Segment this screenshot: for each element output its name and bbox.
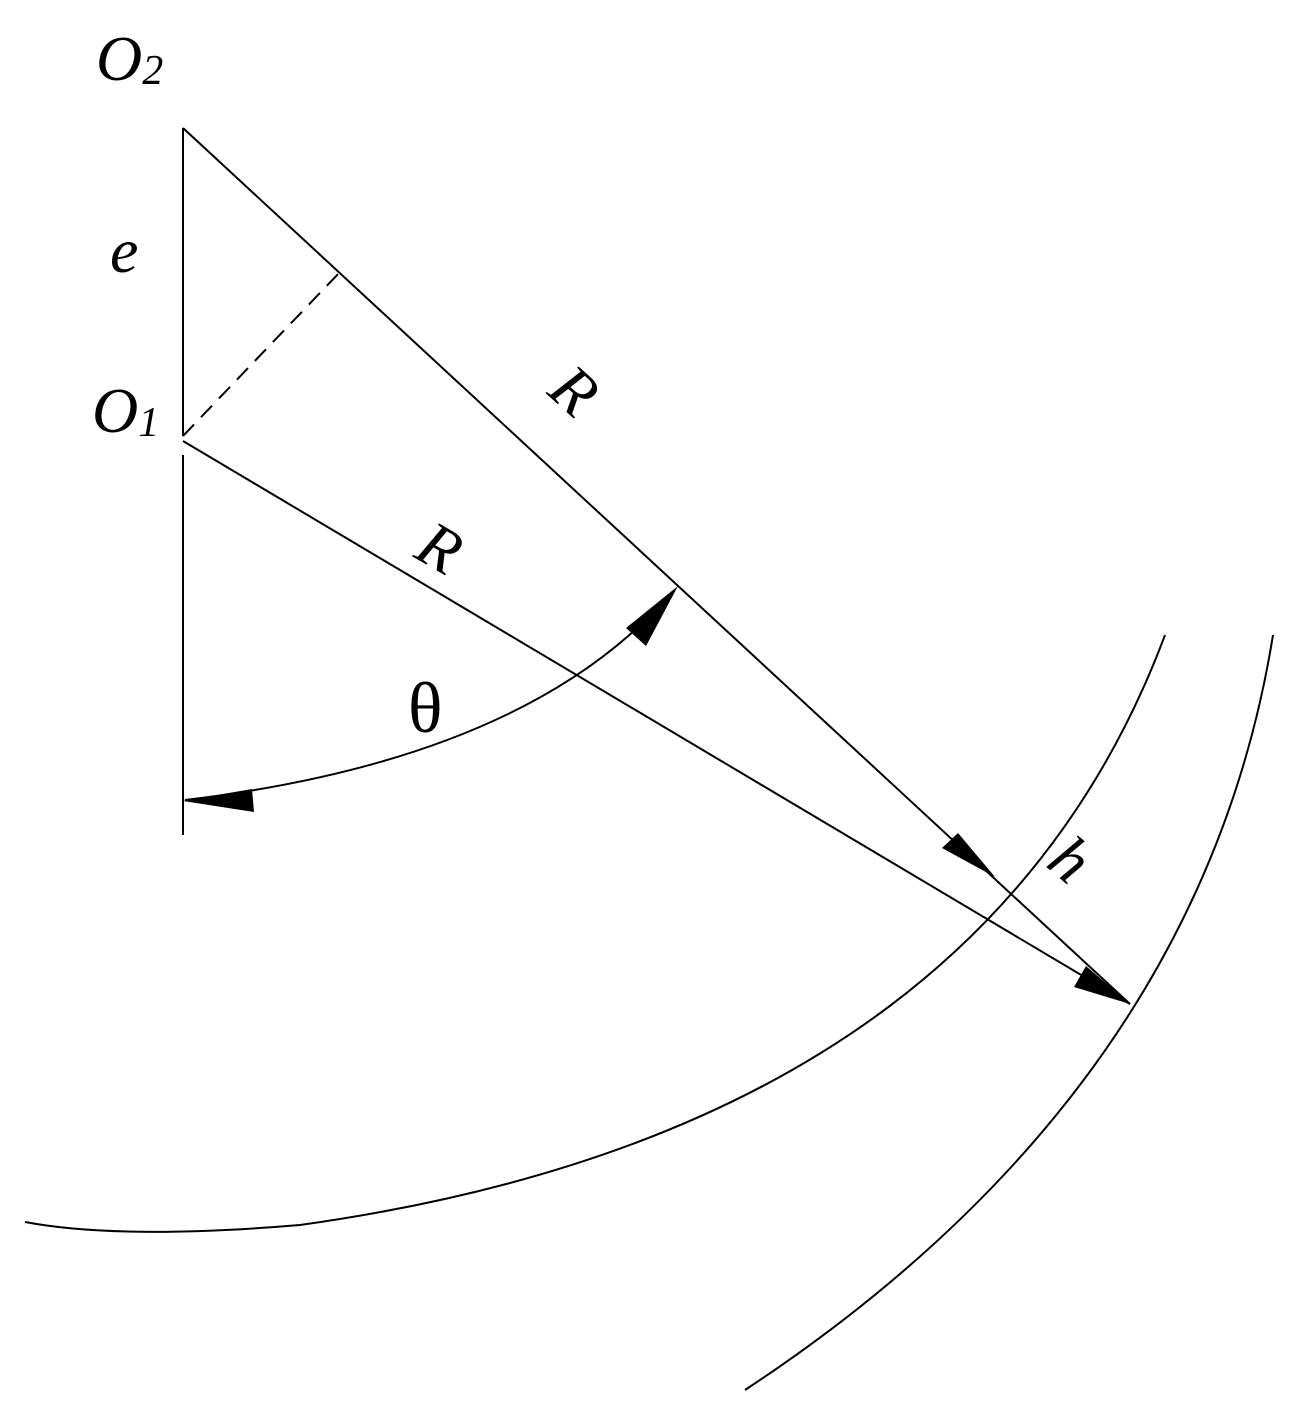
- h-arrowhead-inner: [942, 833, 995, 877]
- outer-circle-arc: [744, 634, 1274, 1391]
- theta-arrowhead-bottom: [183, 789, 254, 812]
- theta-arrowhead-top: [626, 586, 678, 646]
- inner-circle-arc: [24, 634, 1166, 1233]
- h-arrowhead-outer: [1074, 966, 1130, 1004]
- perpendicular-dashed-line: [182, 271, 341, 437]
- theta-label: θ: [408, 668, 443, 748]
- e-label: e: [110, 215, 138, 286]
- h-label: h: [1036, 822, 1106, 897]
- o2-label: O2: [96, 23, 163, 94]
- radius-line-o1: [182, 440, 1131, 1005]
- r-outer-label: R: [536, 350, 613, 430]
- r-inner-label: R: [404, 506, 474, 588]
- theta-angle-arc: [184, 599, 666, 801]
- o1-label: O1: [92, 375, 159, 446]
